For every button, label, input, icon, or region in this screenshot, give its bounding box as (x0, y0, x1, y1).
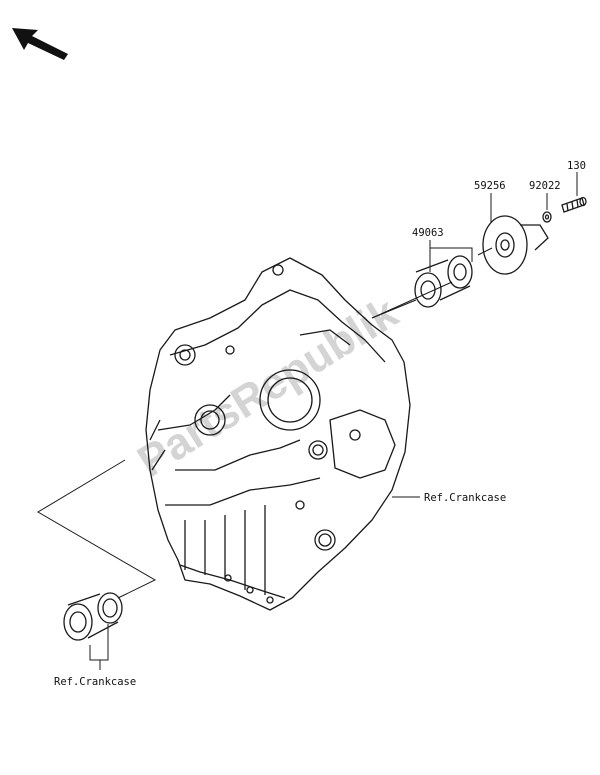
washer (542, 211, 552, 223)
bearing-seal-group (414, 255, 473, 308)
ref-lines-lower (37, 459, 420, 670)
watermark: PartsRepublik (129, 288, 406, 487)
part-number-49063: 49063 (412, 227, 444, 239)
leader-lines (371, 172, 578, 319)
part-number-92022: 92022 (529, 180, 561, 192)
lower-bearings (63, 592, 123, 641)
ref-crankcase-label-left: Ref.Crankcase (54, 676, 136, 688)
part-bracket-49063 (429, 240, 473, 272)
bolt (561, 196, 587, 213)
part-number-59256: 59256 (474, 180, 506, 192)
direction-arrow-icon (12, 28, 68, 60)
cover-plate (482, 215, 549, 275)
crankcase-drawing (145, 257, 411, 611)
ref-crankcase-label-right: Ref.Crankcase (424, 492, 506, 504)
part-number-130: 130 (567, 160, 586, 172)
